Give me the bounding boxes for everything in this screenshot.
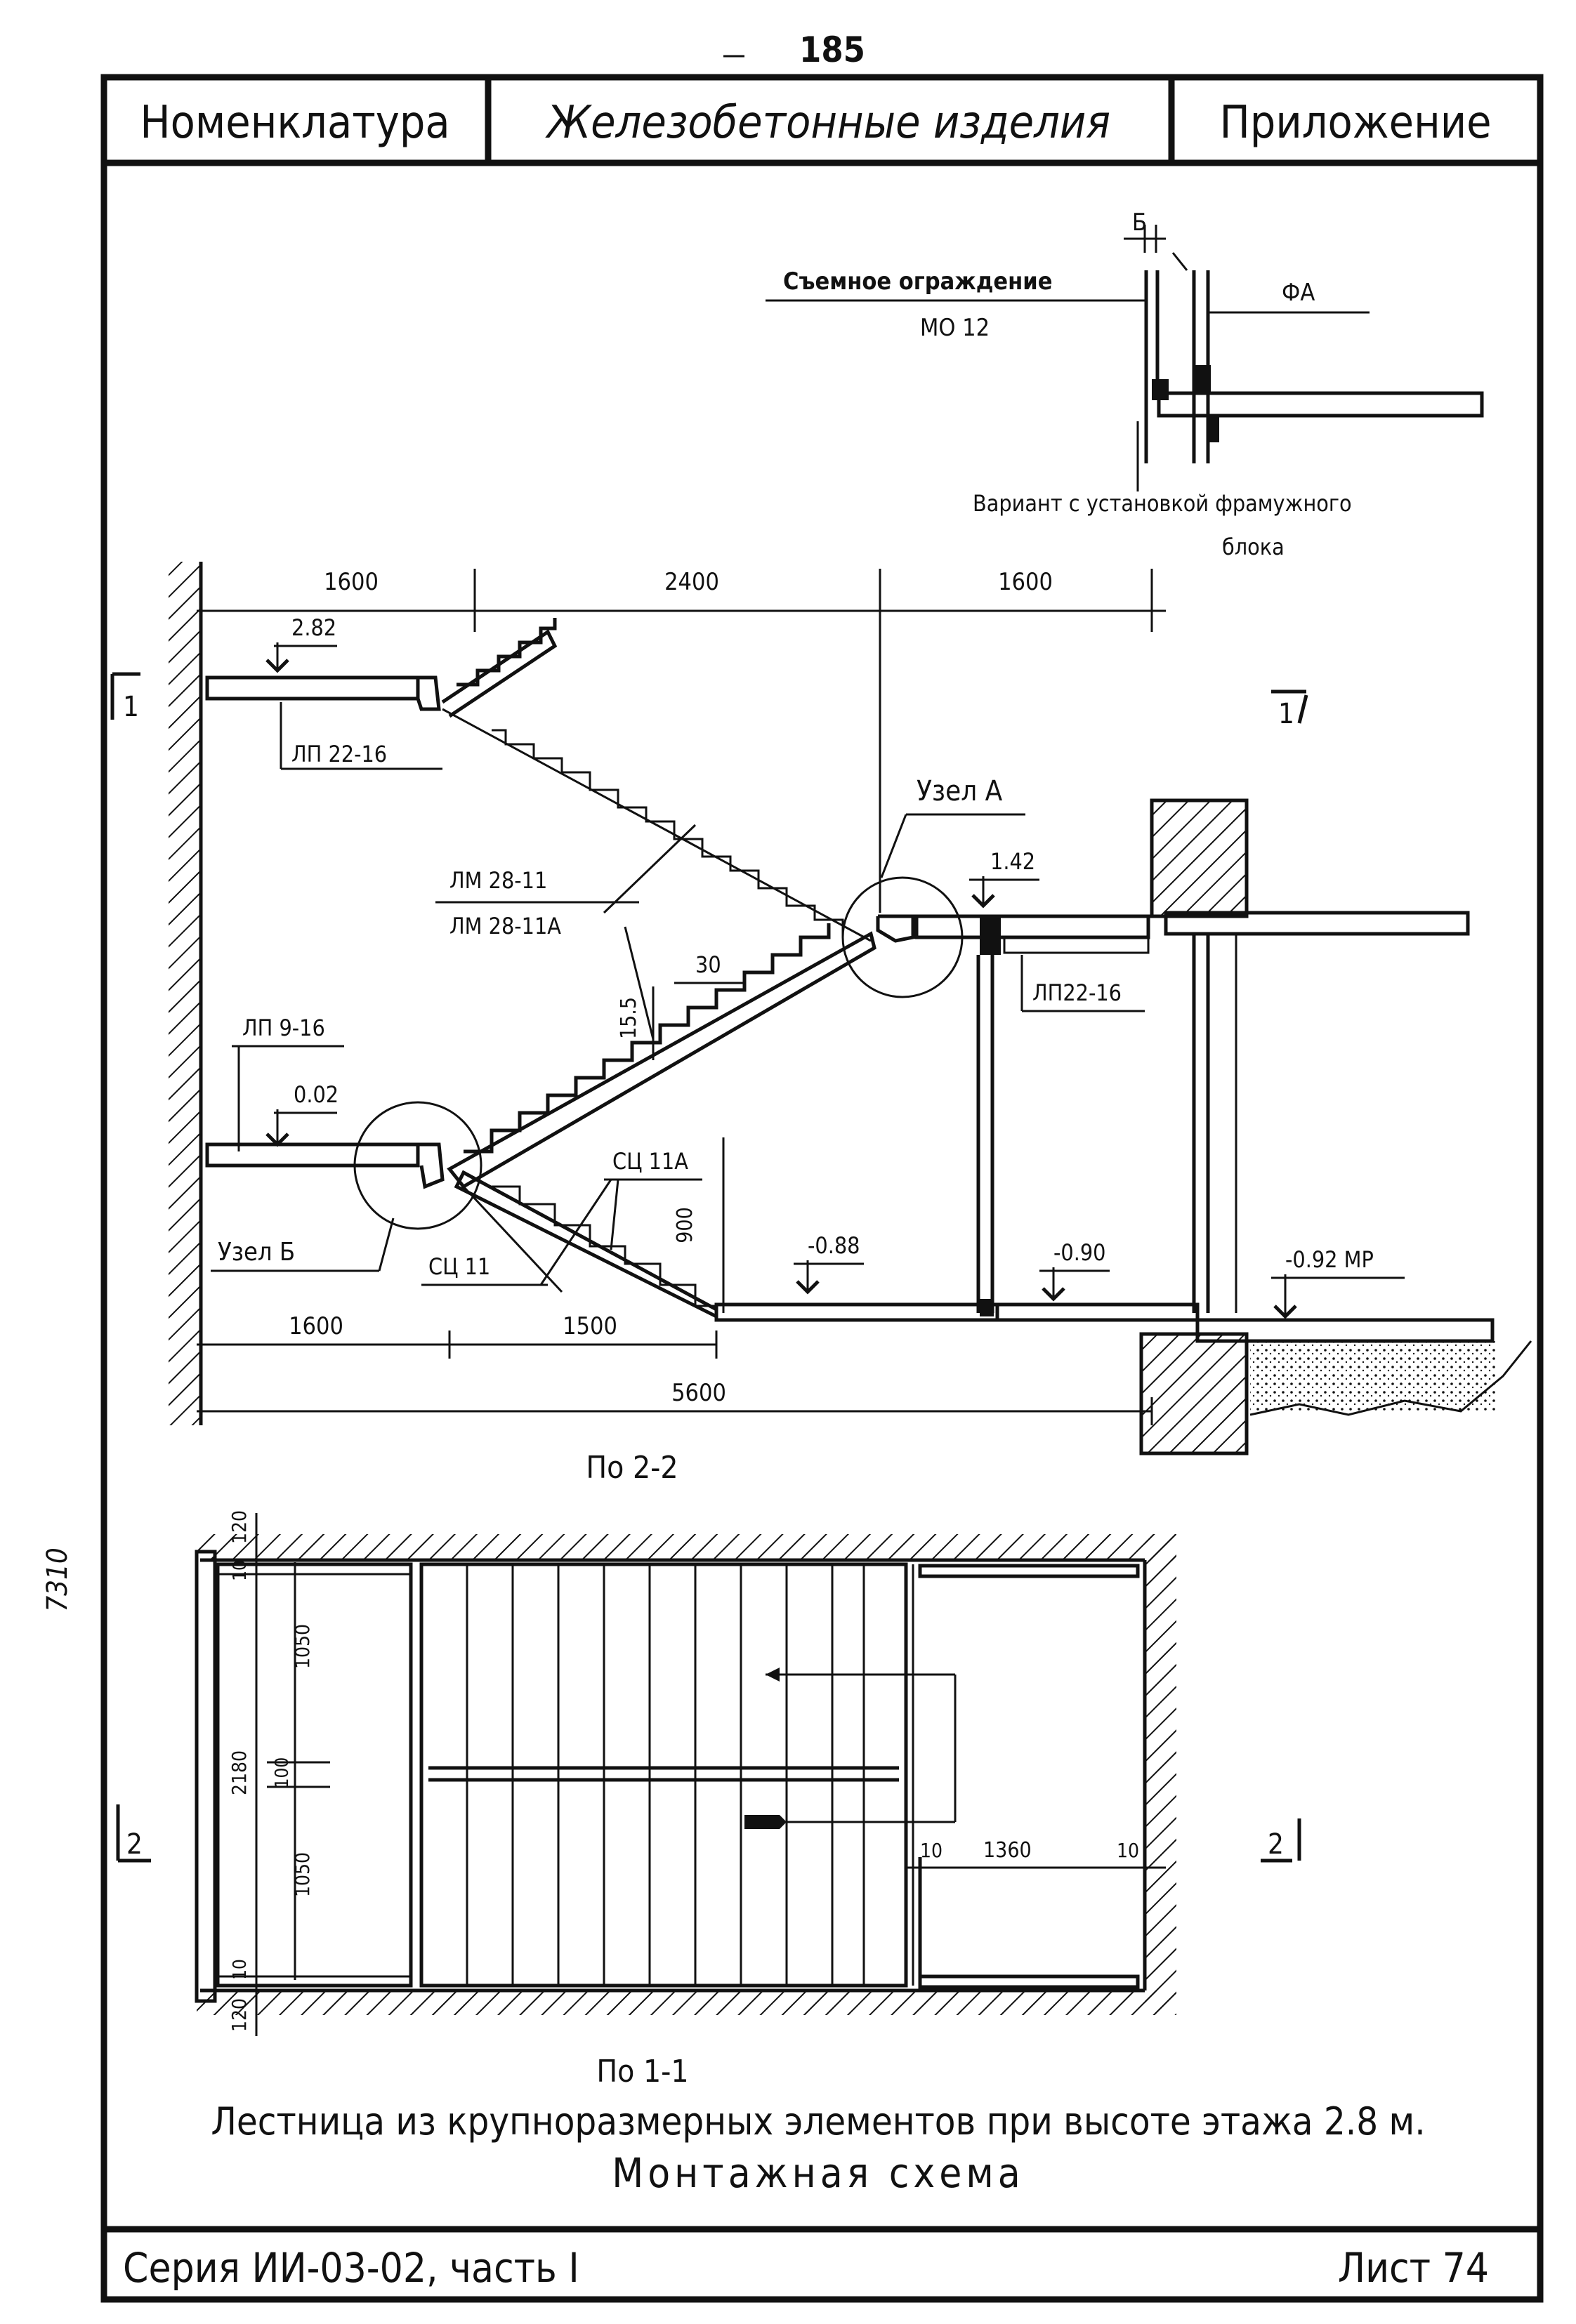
elev-outside: -0.92 МР [1285, 1246, 1374, 1273]
cut-mark-1-left: 1 [123, 691, 139, 723]
dim-top-2: 2400 [664, 568, 719, 596]
plan-dim-10-top: 10 [230, 1560, 251, 1581]
label-sc-a: СЦ 11А [612, 1148, 688, 1175]
page-number: 185 [799, 29, 865, 70]
dim-step-h: 15.5 [617, 997, 641, 1039]
upper-outside-slab [1164, 911, 1470, 936]
label-lp-mid: ЛП22-16 [1032, 979, 1122, 1006]
plan-wall-bottom [197, 1990, 1176, 2015]
plan-1-1: 120 10 1050 2180 100 1050 10 120 10 1360… [116, 1510, 1301, 2089]
plan-dim-10-bottom: 10 [230, 1959, 251, 1980]
elev-floor-2: -0.90 [1053, 1239, 1105, 1266]
flight-outline-line [442, 708, 872, 942]
label-lp-top: ЛП 22-16 [291, 741, 387, 767]
right-wall-lower [1141, 1334, 1247, 1453]
header-appendix: Приложение [1219, 97, 1491, 149]
elev-mid-landing: 1.42 [990, 848, 1035, 875]
plan-dim-2180: 2180 [228, 1750, 251, 1795]
elev-floor: -0.88 [808, 1232, 860, 1259]
section-caption: По 2-2 [586, 1450, 678, 1486]
detail-guard-label: Съемное ограждение [783, 268, 1053, 296]
dim-top-1: 1600 [324, 568, 379, 596]
plan-dim-120-bottom: 120 [228, 1998, 251, 2032]
footer-series: Серия ИИ-03-02, часть I [123, 2244, 579, 2292]
plan-cut-mark-right: 2 [1268, 1828, 1284, 1861]
detail-fa-label: ФА [1282, 279, 1315, 307]
dim-900: 900 [673, 1207, 697, 1243]
plan-dim-10-right: 10 [1117, 1839, 1139, 1862]
plan-steps [466, 1564, 865, 1986]
plan-right-top-beam [918, 1564, 1140, 1578]
header-nomenclature: Номенклатура [140, 97, 449, 149]
outer-frame [100, 74, 1544, 2303]
lower-landing [205, 1142, 420, 1168]
dim-step-w: 30 [695, 951, 721, 978]
top-landing [205, 675, 420, 701]
node-b-circle [353, 1101, 482, 1230]
detail-caption-1: Вариант с установкой фрамужного [973, 490, 1352, 517]
detail-guard-code: МО 12 [920, 314, 990, 342]
dim-bottom-2: 1500 [563, 1312, 617, 1340]
left-wall-hatch [169, 562, 201, 1425]
node-a-circle [841, 876, 964, 998]
side-note: 7310 [41, 1547, 74, 1612]
plan-cut-mark-left: 2 [126, 1828, 143, 1861]
elev-top-landing: 2.82 [291, 614, 336, 641]
plan-dim-120-top: 120 [228, 1510, 251, 1544]
section-2-2: 1600 2400 1600 1 1 2.82 ЛП 22-16 [110, 562, 1532, 1486]
lower-flight [454, 1170, 718, 1320]
detail-guard: Б Съемное ограждение МО 12 ФА Вариант с … [766, 209, 1484, 560]
mid-landing [914, 914, 1150, 939]
title-line-2: Монтажная схема [612, 2149, 1025, 2197]
detail-label-b: Б [1132, 209, 1147, 237]
right-wall-upper [1152, 800, 1247, 916]
label-lp-left: ЛП 9-16 [242, 1015, 325, 1041]
label-node-a: Узел А [917, 775, 1003, 807]
plan-wall-right [1145, 1534, 1176, 2015]
detail-caption-2: блока [1222, 534, 1285, 560]
dim-total: 5600 [671, 1379, 726, 1407]
title-line-1: Лестница из крупноразмерных элементов пр… [211, 2099, 1425, 2144]
plan-dim-10-left: 10 [920, 1839, 943, 1862]
plan-wall-top [197, 1534, 1176, 1561]
label-sc: СЦ 11 [428, 1253, 490, 1280]
cut-mark-1-right: 1 [1278, 698, 1294, 730]
plan-dim-1360: 1360 [983, 1838, 1032, 1863]
dim-bottom-1: 1600 [289, 1312, 343, 1340]
label-lm-1: ЛМ 28-11 [449, 867, 547, 894]
elev-lower-landing: 0.02 [294, 1081, 339, 1108]
plan-right-bottom-beam [918, 1974, 1140, 1989]
label-lm-2: ЛМ 28-11А [449, 913, 561, 939]
plan-left-landing [216, 1562, 413, 1988]
label-node-b: Узел Б [218, 1238, 295, 1267]
floor-slab [714, 1302, 999, 1322]
dim-top-3: 1600 [998, 568, 1053, 596]
footer-sheet: Лист 74 [1338, 2244, 1489, 2292]
plan-caption: По 1-1 [596, 2054, 688, 2089]
plan-wall-left [195, 1550, 217, 2003]
header-category: Железобетонные изделия [545, 97, 1110, 149]
ground [1250, 1341, 1496, 1411]
